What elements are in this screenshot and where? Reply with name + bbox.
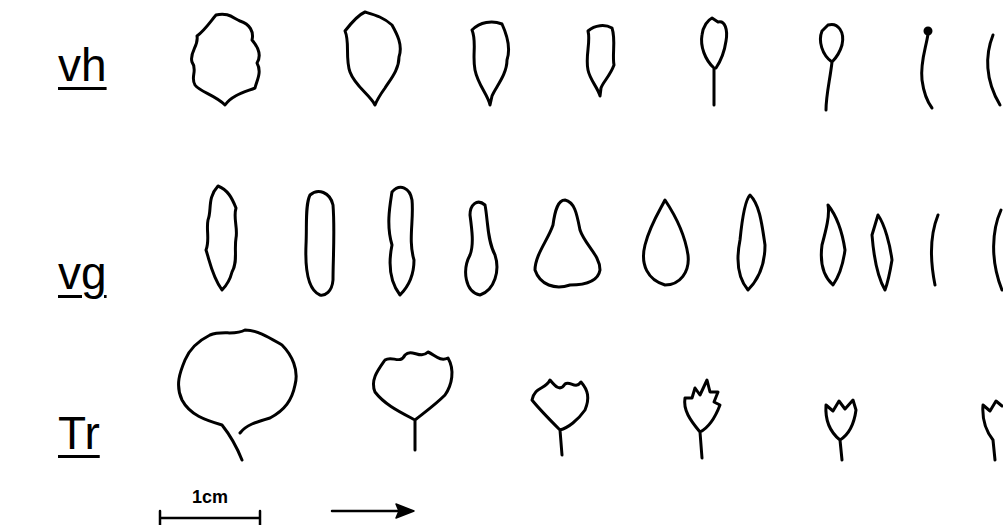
leaf-outline — [820, 24, 842, 110]
leaf-outline — [685, 380, 720, 458]
leaf-outline — [345, 12, 400, 105]
leaf-outline — [872, 215, 892, 290]
leaf-outline — [535, 200, 600, 287]
leaf-outline — [587, 26, 614, 96]
leaf-outline — [826, 400, 856, 460]
leaf-tip — [925, 28, 931, 34]
leaf-outline — [988, 35, 1000, 105]
leaf-outline — [932, 215, 938, 285]
leaf-outline — [206, 186, 236, 290]
row-label: vh — [58, 42, 107, 88]
row-label: Tr — [58, 410, 100, 456]
scale-label: 1cm — [192, 488, 228, 506]
leaf-outline — [179, 330, 297, 460]
leaf-outline — [738, 195, 765, 290]
leaf-outline — [702, 18, 727, 105]
leaf-outline — [922, 34, 932, 108]
row-label: vg — [58, 250, 107, 296]
leaf-outline — [191, 14, 259, 105]
leaf-outline — [306, 192, 334, 296]
leaf-outline — [373, 352, 452, 450]
leaf-outline — [472, 22, 509, 105]
leaf-outline — [994, 210, 1002, 290]
leaf-outline — [389, 187, 414, 295]
leaf-outline — [821, 205, 845, 285]
leaf-outline — [644, 200, 689, 285]
leaf-outline — [466, 202, 497, 295]
leaf-outline — [532, 380, 588, 455]
arrow-head — [396, 504, 414, 518]
direction-arrow — [332, 510, 404, 513]
leaf-outline — [983, 401, 1002, 460]
scale-bar — [160, 511, 260, 525]
